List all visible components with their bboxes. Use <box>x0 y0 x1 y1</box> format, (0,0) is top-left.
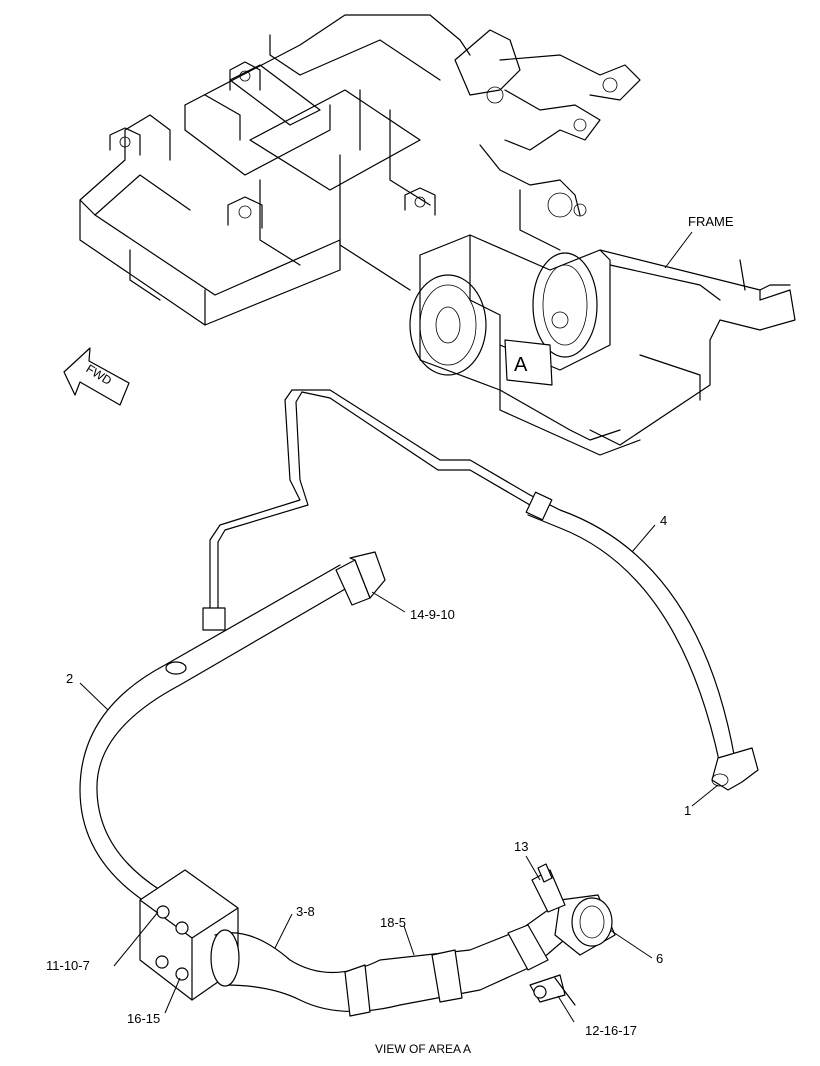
machine-frame: A <box>79 14 796 456</box>
callout-leaders <box>79 524 719 1023</box>
callout-12-16-17: 12-16-17 <box>585 1023 637 1038</box>
view-caption: VIEW OF AREA A <box>375 1042 471 1056</box>
view-marker-label: A <box>514 354 528 376</box>
callout-18-5: 18-5 <box>380 915 406 930</box>
callout-11-10-7: 11-10-7 <box>46 958 90 973</box>
callout-14-9-10: 14-9-10 <box>410 607 455 622</box>
tube-assembly-lower <box>79 551 616 1017</box>
frame-label: FRAME <box>688 214 734 229</box>
callout-1: 1 <box>684 803 691 818</box>
callout-16-15: 16-15 <box>127 1011 160 1026</box>
callout-6: 6 <box>656 951 663 966</box>
callout-13: 13 <box>514 839 528 854</box>
callout-2: 2 <box>66 671 73 686</box>
frame-leader <box>664 231 693 269</box>
callout-4: 4 <box>660 513 667 528</box>
tube-assembly-upper <box>202 389 759 791</box>
fwd-arrow: FWD <box>63 347 130 406</box>
callout-3-8: 3-8 <box>296 904 315 919</box>
